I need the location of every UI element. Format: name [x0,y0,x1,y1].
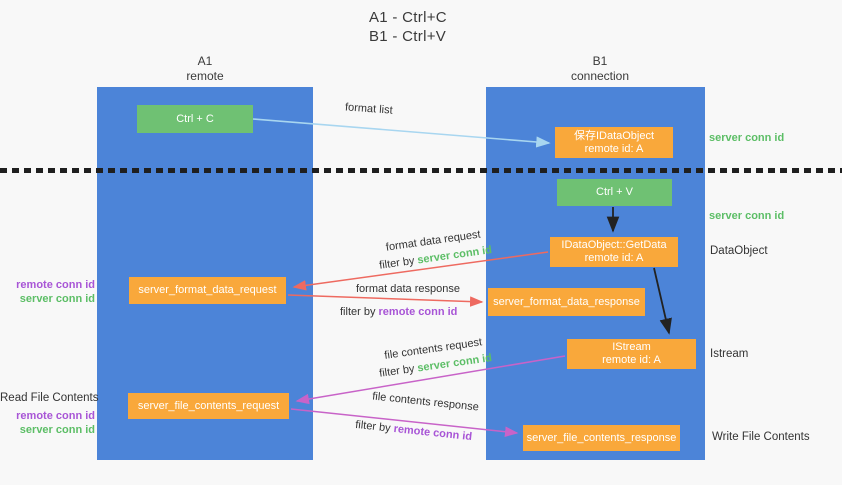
dataobject-label: DataObject [710,245,768,257]
lane-b1-sub: connection [570,69,630,83]
format-data-response-arrow [287,294,484,307]
file-contents-response-filter: filter by remote conn id [355,419,473,443]
istream-line1: IStream [612,341,651,353]
title-line-1: A1 - Ctrl+C [369,9,447,26]
save-idataobject-line2: remote id: A [584,142,644,155]
box-server-format-data-response: server_format_data_response [488,288,645,316]
box-server-file-contents-response: server_file_contents_response [523,425,680,451]
format-request-label: server_format_data_request [138,284,277,296]
file-request-label: server_file_contents_request [137,399,280,412]
remote-conn-id-left-2: remote conn id [16,410,95,422]
box-ctrl-c: Ctrl + C [137,105,253,133]
server-conn-id-right-mid: server conn id [709,210,785,222]
title-line-2: B1 - Ctrl+V [369,28,447,45]
lane-a1-sub: remote [186,69,224,83]
getdata-line2: remote id: A [584,252,644,264]
istream-side-label: Istream [710,348,749,360]
format-list-label: format list [344,101,394,117]
write-file-contents-label: Write File Contents [712,431,810,443]
remote-conn-id-filter: remote conn id [378,306,458,318]
ctrl-c-label: Ctrl + C [176,112,214,125]
file-contents-response-label: file contents response [371,390,480,414]
filter-by-text: filter by [340,306,376,318]
lane-header-a1: A1 remote [155,54,255,84]
format-data-response-label: format data response [356,283,460,295]
box-server-file-contents-request: server_file_contents_request [128,393,289,419]
filter-by-text: filter by [378,254,416,272]
box-ctrl-v: Ctrl + V [557,179,672,206]
format-response-label: server_format_data_response [493,295,640,308]
remote-conn-id-filter: remote conn id [393,422,473,444]
filter-by-text: filter by [354,418,392,435]
remote-conn-id-left-1: remote conn id [16,279,95,291]
filter-by-text: filter by [378,362,416,380]
dashed-separator-line [0,168,842,173]
save-idataobject-line1: 保存IDataObject [573,129,655,142]
server-conn-id-right-top: server conn id [709,132,785,144]
file-response-label: server_file_contents_response [526,431,677,444]
format-data-response-filter: filter by remote conn id [340,306,457,318]
getdata-line1: IDataObject::GetData [561,239,667,251]
lane-a1-name: A1 [197,54,213,68]
server-conn-id-left-1: server conn id [19,293,95,305]
box-server-format-data-request: server_format_data_request [129,277,286,304]
box-istream: IStream remote id: A [567,339,696,369]
read-file-contents-label: Read File Contents [0,392,99,404]
box-idataobject-getdata: IDataObject::GetData remote id: A [550,237,678,267]
lane-b1-name: B1 [592,54,608,68]
box-save-idataobject: 保存IDataObject remote id: A [555,127,673,158]
server-conn-id-left-2: server conn id [19,424,95,436]
lane-header-b1: B1 connection [548,54,652,84]
ctrl-v-label: Ctrl + V [596,186,633,198]
istream-line2: remote id: A [602,354,661,366]
diagram-title: A1 - Ctrl+C B1 - Ctrl+V [369,8,447,46]
